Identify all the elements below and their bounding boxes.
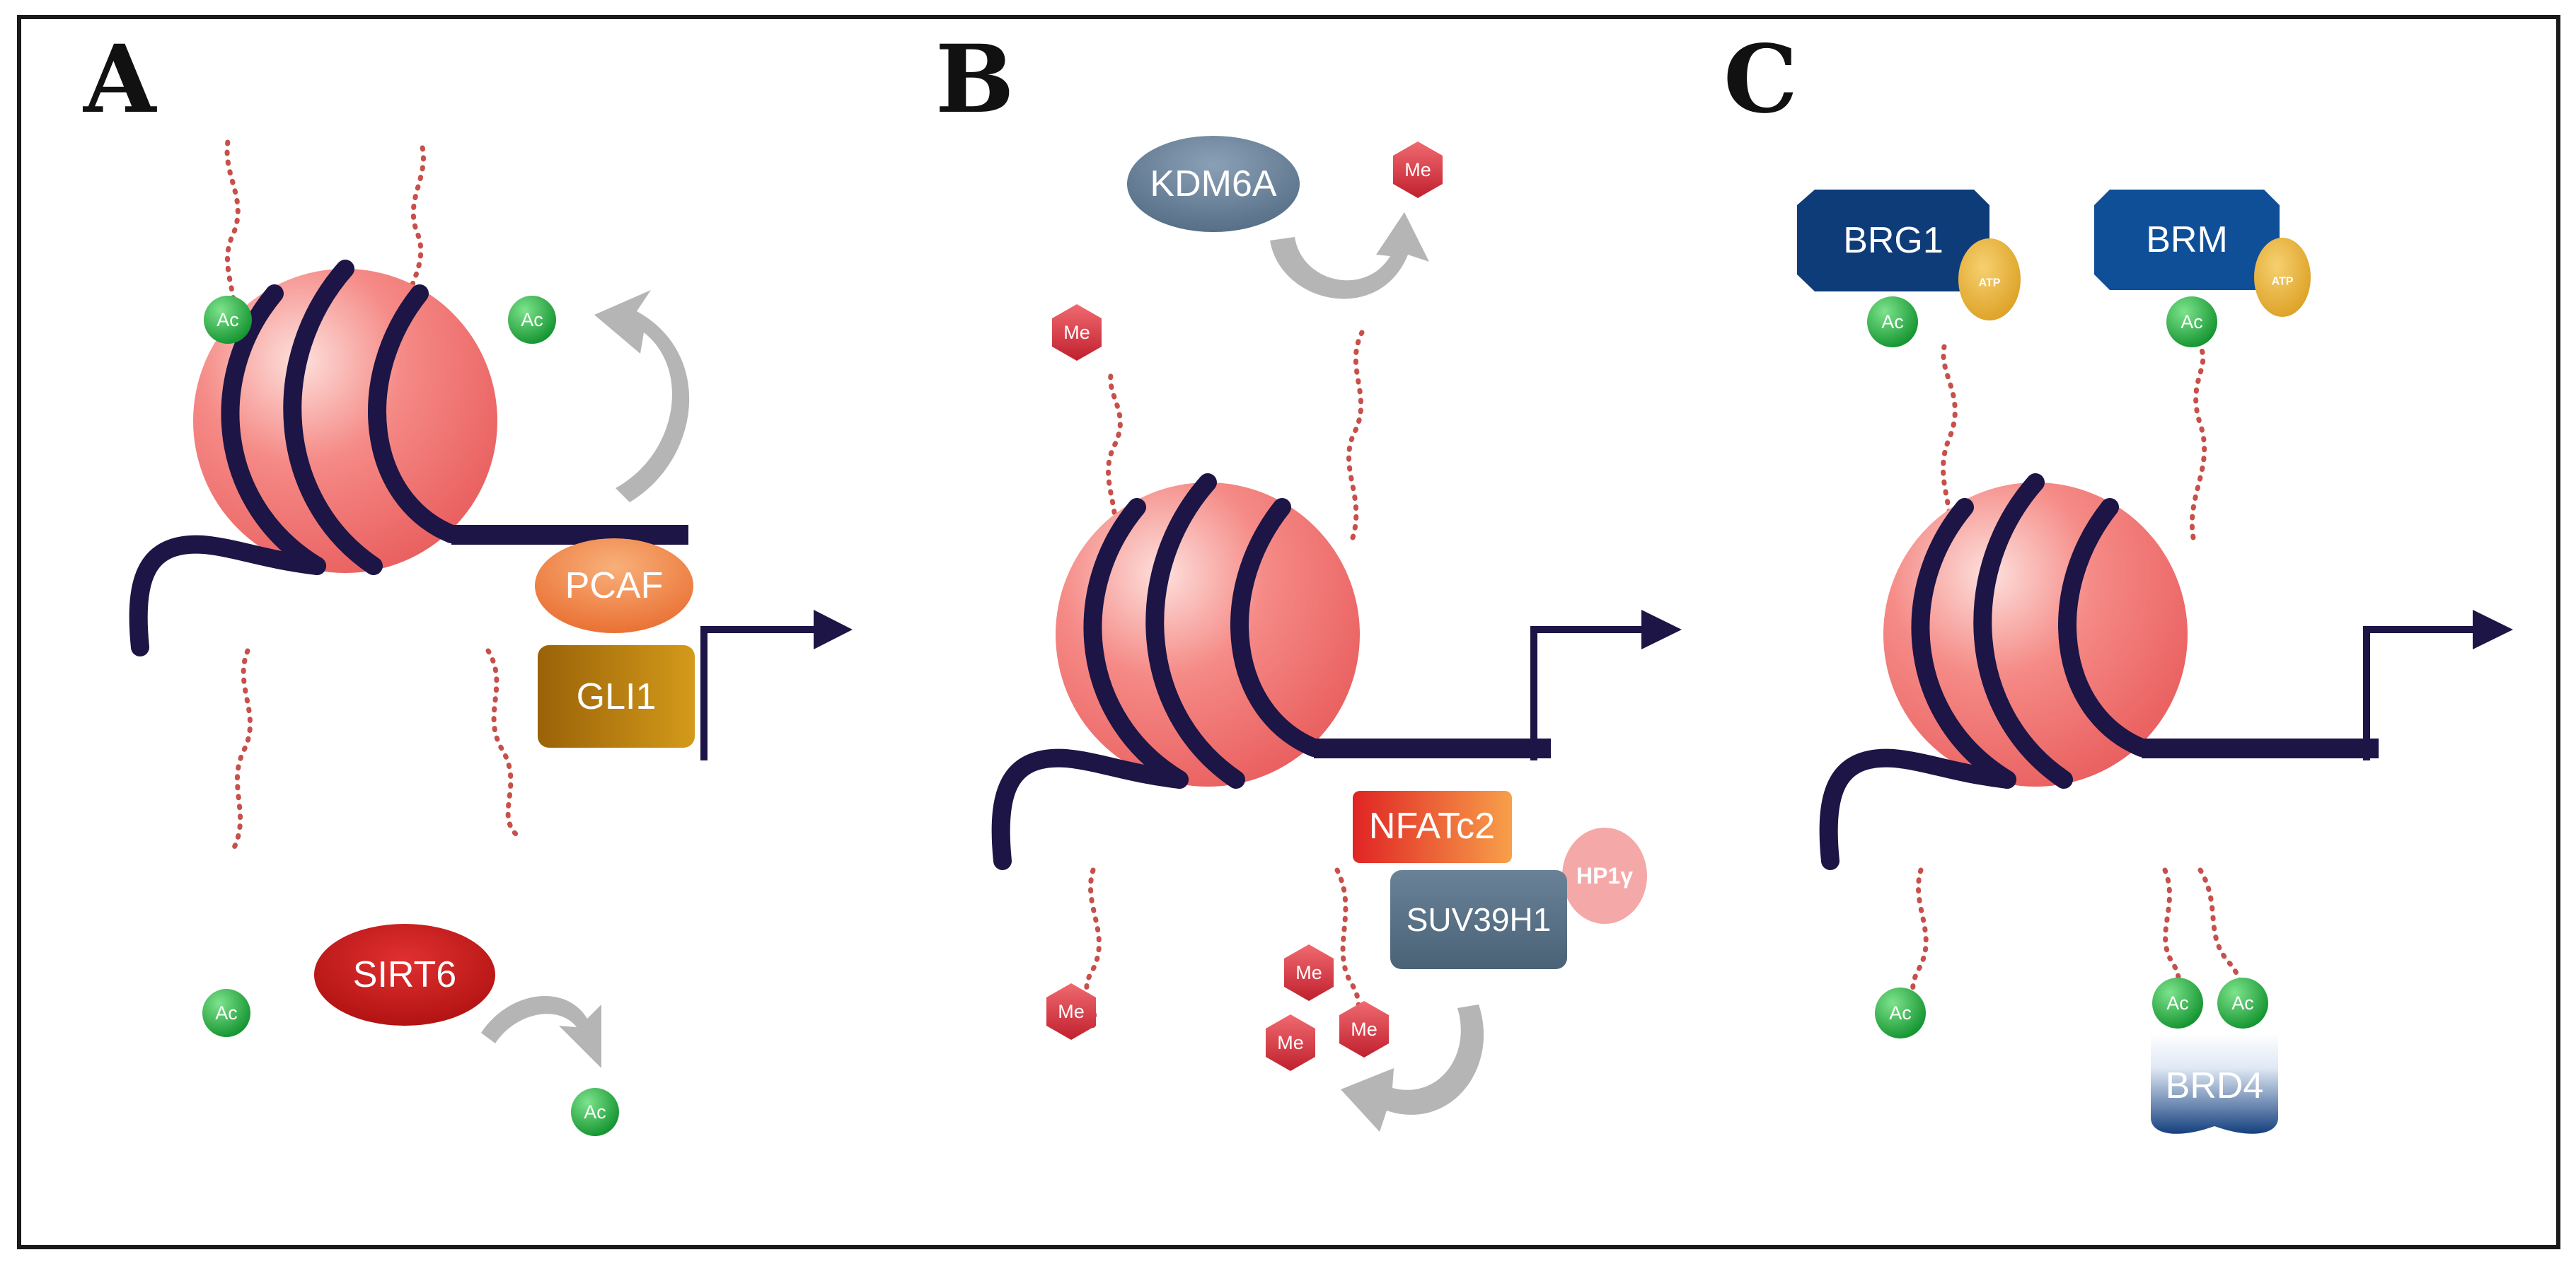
- methyl-mark: Me: [1052, 304, 1102, 361]
- panel-letter-a: A: [82, 25, 157, 134]
- kdm6a-protein: KDM6A: [1127, 136, 1300, 232]
- svg-text:Ac: Ac: [1889, 1002, 1912, 1024]
- histone-tail: [1346, 330, 1365, 540]
- svg-text:Me: Me: [1058, 1001, 1085, 1022]
- transcription-arrowhead: [1641, 610, 1682, 649]
- svg-text:Ac: Ac: [215, 1002, 238, 1024]
- acetyl-mark: Ac: [204, 296, 252, 344]
- histone-tail: [224, 139, 241, 341]
- methyl-mark: Me: [1339, 1001, 1389, 1058]
- acetyl-mark: Ac: [202, 989, 250, 1037]
- svg-text:Ac: Ac: [2231, 992, 2254, 1014]
- methylation-arrow: [1341, 1005, 1484, 1132]
- brm-protein: BRM: [2094, 190, 2280, 290]
- sirt6-protein: SIRT6: [314, 924, 495, 1026]
- panel-a: A Ac Ac Ac Ac: [82, 25, 853, 1136]
- svg-text:Ac: Ac: [1881, 311, 1904, 332]
- suv39h1-protein: SUV39H1: [1390, 870, 1567, 969]
- brg1-protein: BRG1: [1797, 190, 1989, 291]
- acetyl-mark: Ac: [571, 1088, 619, 1136]
- transcription-arrowhead: [2473, 610, 2513, 649]
- svg-text:Ac: Ac: [216, 309, 239, 330]
- svg-text:Ac: Ac: [2166, 992, 2189, 1014]
- panel-letter-b: B: [935, 25, 1015, 134]
- acetyl-mark: Ac: [2217, 978, 2268, 1029]
- histone-tail: [1106, 365, 1123, 555]
- svg-text:Me: Me: [1351, 1019, 1377, 1040]
- methyl-mark: Me: [1284, 944, 1334, 1001]
- brd4-protein: BRD4: [2151, 1033, 2278, 1134]
- histone-tail: [2189, 344, 2207, 540]
- transcription-start-arrow: [1530, 626, 1641, 760]
- transcription-start-arrow: [700, 626, 814, 760]
- nfatc2-protein: NFATc2: [1353, 791, 1512, 863]
- svg-text:Me: Me: [1063, 322, 1090, 343]
- acetyl-mark: Ac: [1867, 296, 1918, 347]
- deacetylation-arrow: [481, 995, 601, 1068]
- svg-text:ATP: ATP: [2272, 276, 2294, 288]
- svg-text:Me: Me: [1277, 1032, 1304, 1053]
- svg-text:Me: Me: [1295, 962, 1322, 983]
- transcription-start-arrow: [2363, 626, 2473, 760]
- svg-text:Me: Me: [1404, 159, 1431, 180]
- methyl-mark: Me: [1393, 141, 1443, 198]
- nucleosome: [1829, 482, 2379, 861]
- svg-text:Ac: Ac: [584, 1101, 606, 1123]
- gli1-protein: GLI1: [538, 645, 695, 748]
- figure-frame: [17, 15, 2560, 1249]
- svg-text:HP1γ: HP1γ: [1576, 863, 1633, 888]
- acetyl-mark: Ac: [2166, 296, 2217, 347]
- svg-text:NFATc2: NFATc2: [1369, 806, 1495, 847]
- svg-text:BRM: BRM: [2146, 219, 2228, 260]
- svg-text:ATP: ATP: [1979, 277, 2001, 289]
- histone-tail: [231, 648, 253, 852]
- svg-text:BRD4: BRD4: [2166, 1065, 2264, 1106]
- atp-molecule: ATP: [1958, 238, 2021, 320]
- hp1-gamma-protein: HP1γ: [1562, 828, 1647, 924]
- panel-letter-c: C: [1723, 25, 1798, 134]
- svg-text:BRG1: BRG1: [1843, 220, 1943, 261]
- acetyl-mark: Ac: [2152, 978, 2203, 1029]
- pcaf-protein: PCAF: [535, 538, 693, 633]
- svg-text:SIRT6: SIRT6: [353, 954, 456, 995]
- histone-tail: [485, 648, 519, 838]
- svg-text:PCAF: PCAF: [565, 565, 664, 606]
- demethylation-arrow: [1270, 212, 1429, 299]
- svg-text:GLI1: GLI1: [577, 676, 657, 717]
- methyl-mark: Me: [1266, 1014, 1315, 1071]
- methyl-mark: Me: [1046, 983, 1096, 1040]
- acetyl-mark: Ac: [508, 296, 556, 344]
- acetyl-mark: Ac: [1875, 988, 1926, 1038]
- atp-molecule: ATP: [2254, 238, 2311, 317]
- svg-text:Ac: Ac: [521, 309, 543, 330]
- svg-text:SUV39H1: SUV39H1: [1407, 901, 1552, 938]
- panel-c: C BRG1 ATP BRM ATP Ac: [1723, 25, 2513, 1134]
- transcription-arrowhead: [814, 610, 853, 649]
- svg-text:KDM6A: KDM6A: [1150, 163, 1276, 204]
- panel-b: B Me Me Me Me Me Me: [935, 25, 1682, 1132]
- acetylation-arrow: [594, 290, 690, 502]
- svg-text:Ac: Ac: [2181, 311, 2203, 332]
